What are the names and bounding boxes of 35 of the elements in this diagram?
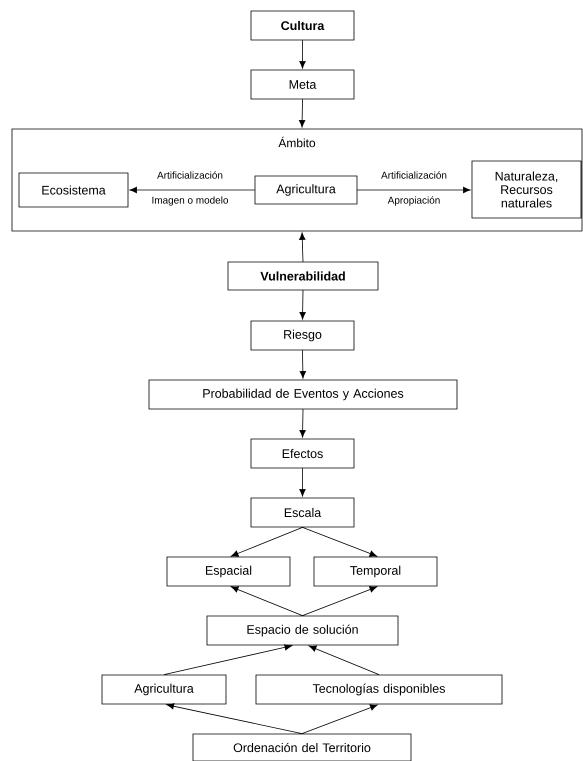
process-box: Agricultura <box>102 674 226 704</box>
arrow <box>299 290 306 320</box>
process-box: Probabilidad de Eventos y Acciones <box>148 380 458 410</box>
arrow <box>308 646 380 675</box>
process-box: Tecnologías disponibles <box>256 674 502 704</box>
process-box: Escala <box>250 498 354 528</box>
process-box: Espacio de solución <box>206 616 398 646</box>
line-caption: Imagen o modelo <box>150 195 230 207</box>
arrow <box>299 468 306 496</box>
process-box: Temporal <box>314 556 438 586</box>
arrow <box>302 527 377 557</box>
process-box: Vulnerabilidad <box>228 262 378 290</box>
arrow <box>299 232 306 262</box>
arrow <box>166 703 302 734</box>
process-box: Efectos <box>250 438 354 468</box>
arrow <box>231 527 303 557</box>
arrow <box>164 644 292 675</box>
line-caption: Apropiación <box>386 195 442 207</box>
process-box: Meta <box>250 70 354 100</box>
arrow <box>302 586 377 616</box>
process-box: Riesgo <box>250 320 354 350</box>
arrow <box>357 186 470 194</box>
arrow <box>231 586 303 616</box>
process-box: Agricultura <box>254 176 358 204</box>
process-box: Naturaleza, Recursos naturales <box>472 160 582 218</box>
arrow <box>299 40 306 68</box>
arrow <box>298 99 306 128</box>
arrow <box>299 409 306 438</box>
process-box: Ecosistema <box>18 172 128 208</box>
process-box: Ordenación del Territorio <box>192 734 412 761</box>
process-box: Cultura <box>250 10 354 40</box>
process-box: Espacial <box>166 556 290 586</box>
arrow <box>302 704 378 734</box>
arrow <box>300 350 306 378</box>
arrow <box>130 186 255 194</box>
